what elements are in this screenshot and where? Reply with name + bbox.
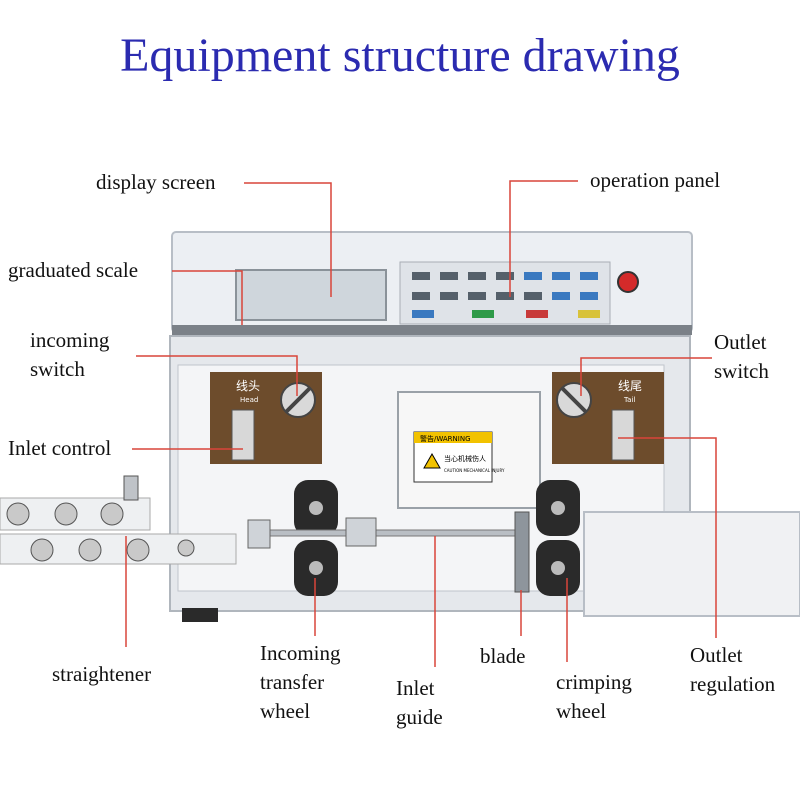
blade-holder [514, 511, 530, 593]
page-title: Equipment structure drawing [120, 29, 680, 82]
crimping-rollers [536, 480, 580, 596]
head-plate-text: 线头 [236, 379, 260, 393]
tail-plate-sub: Tail [623, 396, 635, 404]
graduated-scale-strip [172, 325, 692, 335]
keypad-keys [412, 272, 600, 318]
warning-en: CAUTION MECHANICAL INJURY [444, 468, 505, 473]
label-outlet-regulation: Outlet regulation [690, 643, 776, 696]
warning-cn: 当心机械伤人 [444, 454, 486, 463]
leader-lines [125, 180, 717, 667]
label-graduated-scale: graduated scale [8, 258, 139, 282]
head-plate-sub: Head [240, 396, 258, 404]
leader-display-screen [244, 182, 332, 297]
label-inlet-guide: Inlet guide [396, 676, 443, 729]
label-incoming-transfer-wheel: Incoming transfer wheel [260, 641, 341, 723]
tail-plate-text: 线尾 [618, 379, 642, 393]
leader-outlet-switch [580, 357, 712, 396]
label-inlet-control: Inlet control [8, 436, 112, 460]
incoming-rollers [294, 480, 338, 596]
inlet-guide-rod [249, 529, 529, 537]
leader-graduated-scale [172, 270, 243, 325]
straightener-rails [0, 475, 237, 565]
label-incoming-switch: incoming switch [30, 328, 110, 381]
lcd-screen [235, 269, 387, 321]
label-crimping-wheel: crimping wheel [556, 670, 632, 723]
emergency-stop [617, 271, 639, 293]
label-straightener: straightener [52, 662, 152, 686]
label-outlet-switch: Outlet switch [714, 330, 769, 383]
leader-incoming-switch [136, 355, 298, 396]
leader-operation-panel [509, 180, 578, 297]
label-blade: blade [480, 644, 526, 668]
label-display-screen: display screen [96, 170, 216, 194]
leader-outlet-regulation [618, 437, 717, 638]
label-operation-panel: operation panel [590, 168, 721, 192]
warning-text: 警告/WARNING [420, 434, 471, 443]
outlet-tray [583, 511, 800, 617]
